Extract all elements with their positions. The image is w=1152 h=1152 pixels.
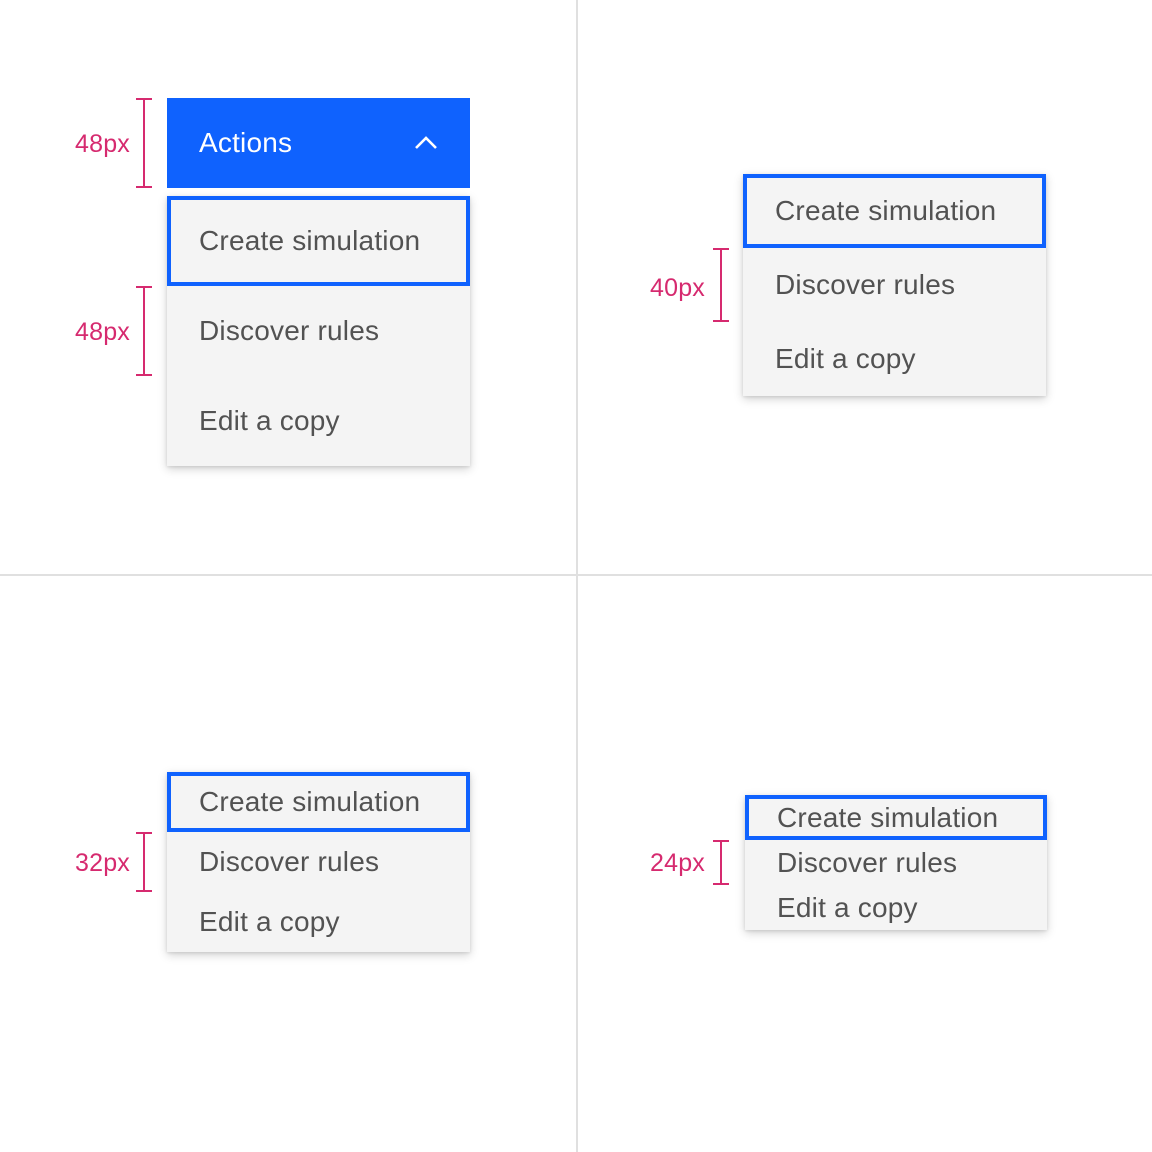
dropdown-menu-48: Create simulation Discover rules Edit a …	[167, 196, 470, 466]
menu-item-discover-rules[interactable]: Discover rules	[777, 846, 958, 878]
measurement-bracket-item-48	[136, 286, 152, 376]
measurement-bracket-item-32	[136, 832, 152, 892]
measurement-label-item-48: 48px	[74, 318, 130, 346]
chevron-up-icon	[415, 136, 437, 149]
menu-item-discover-rules[interactable]: Discover rules	[199, 315, 380, 346]
measurement-label-trigger-48: 48px	[74, 130, 130, 158]
menu-item-discover-rules[interactable]: Discover rules	[775, 269, 956, 300]
menu-item-edit-a-copy[interactable]: Edit a copy	[775, 343, 916, 374]
measurement-bracket-trigger-48	[136, 98, 152, 188]
menu-item-edit-a-copy[interactable]: Edit a copy	[199, 906, 340, 937]
measurement-label-item-32: 32px	[74, 849, 130, 877]
dropdown-menu-32: Create simulation Discover rules Edit a …	[167, 772, 470, 952]
actions-trigger-label: Actions	[199, 127, 293, 158]
actions-trigger-button[interactable]: Actions	[167, 98, 470, 188]
quadrant-divider-horizontal	[0, 574, 1152, 576]
dropdown-menu-24: Create simulation Discover rules Edit a …	[745, 795, 1047, 930]
measurement-label-item-24: 24px	[649, 849, 705, 877]
measurement-bracket-item-40	[713, 248, 729, 322]
menu-item-create-simulation[interactable]: Create simulation	[745, 795, 1047, 840]
menu-item-create-simulation[interactable]: Create simulation	[743, 174, 1046, 248]
quadrant-divider-vertical	[576, 0, 578, 1152]
menu-item-create-simulation[interactable]: Create simulation	[167, 196, 470, 286]
menu-item-create-simulation[interactable]: Create simulation	[167, 772, 470, 832]
menu-item-discover-rules[interactable]: Discover rules	[199, 846, 380, 877]
menu-item-edit-a-copy[interactable]: Edit a copy	[199, 405, 340, 436]
measurement-bracket-item-24	[713, 840, 729, 885]
dropdown-menu-40: Create simulation Discover rules Edit a …	[743, 174, 1046, 396]
menu-item-edit-a-copy[interactable]: Edit a copy	[777, 891, 918, 923]
measurement-label-item-40: 40px	[649, 274, 705, 302]
